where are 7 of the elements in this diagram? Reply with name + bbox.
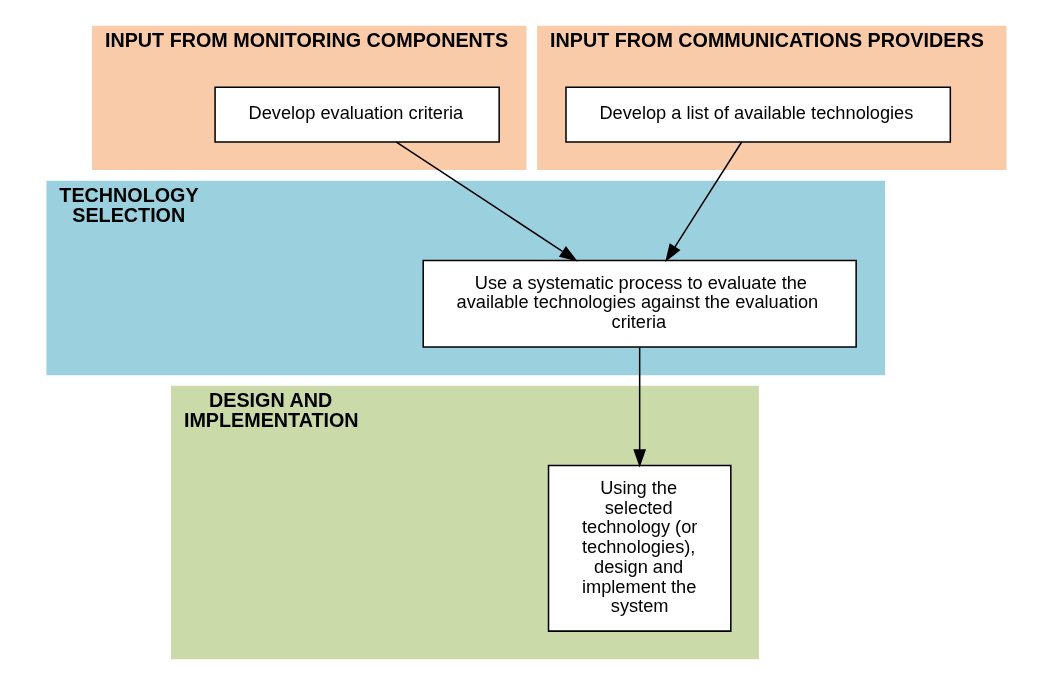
arrow [395, 141, 578, 262]
arrow [633, 346, 647, 468]
node-box: Develop a list of available technologies [565, 86, 952, 143]
node-box: Develop evaluation criteria [214, 86, 500, 143]
arrow [665, 141, 743, 263]
node-box: Using the selected technology (or technologies), design and implement the system [547, 464, 732, 632]
node-box: Use a systematic process to evaluate the available technologies against the evaluation criteria [422, 259, 857, 348]
